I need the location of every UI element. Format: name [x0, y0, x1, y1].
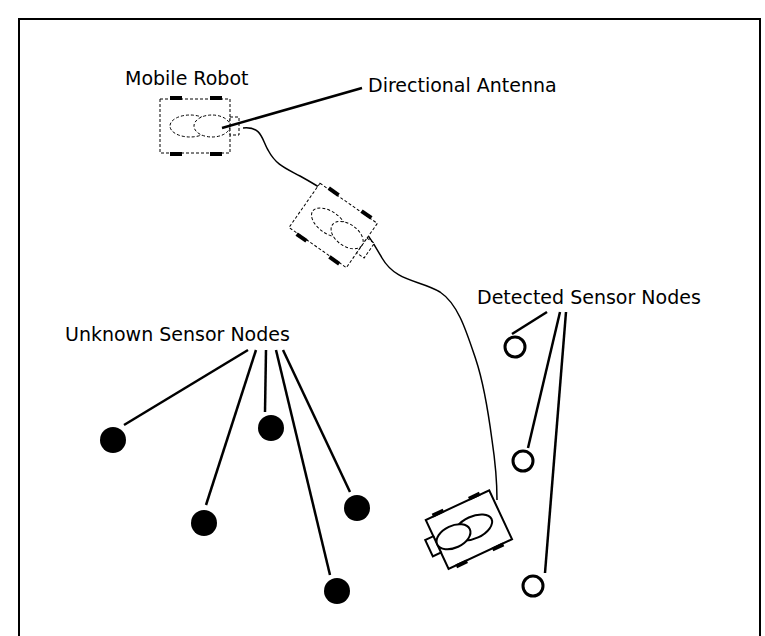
label: Mobile Robot: [124, 67, 249, 89]
trajectory: [243, 128, 497, 500]
unknown-sensor-node: [100, 415, 370, 604]
label: Directional Antenna: [367, 74, 558, 96]
label: Unknown Sensor Nodes: [64, 323, 291, 345]
robot-past: [287, 181, 386, 275]
frame: [19, 19, 760, 636]
label: Detected Sensor Nodes: [476, 286, 702, 308]
detected-sensor-node: [505, 337, 543, 596]
robot-current: [416, 488, 513, 576]
